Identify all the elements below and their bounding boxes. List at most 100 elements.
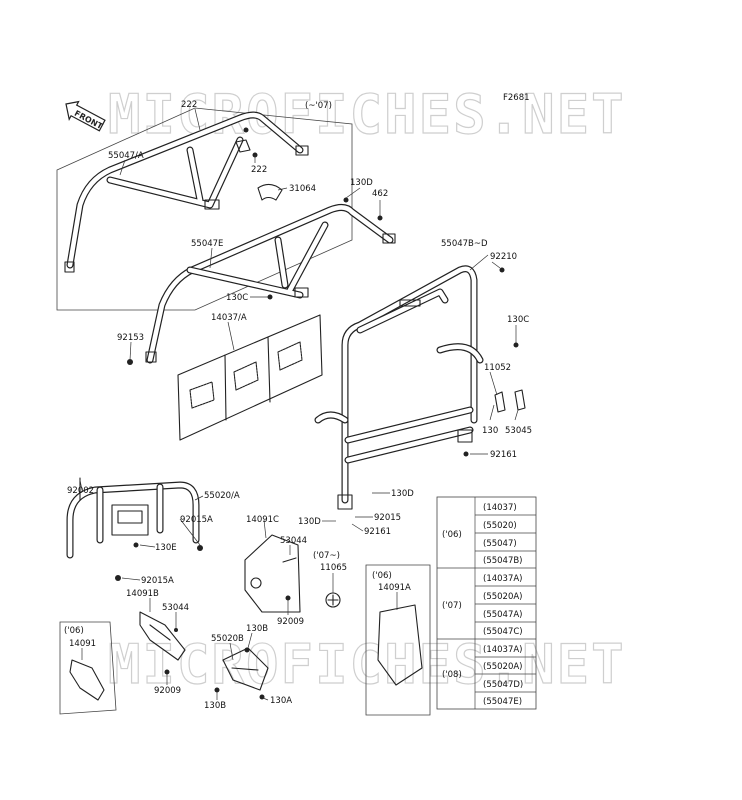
year-table-rows bbox=[437, 514, 536, 693]
callout-31064: 31064 bbox=[289, 184, 316, 194]
callout-06-14091a-year: ('06) bbox=[372, 571, 392, 581]
skid-plate-14091b bbox=[139, 611, 186, 661]
callout-53044-left: 53044 bbox=[162, 603, 189, 613]
bracket-31064 bbox=[257, 183, 283, 201]
callout-53044-mid: 53044 bbox=[280, 536, 307, 546]
front-bumper-55020a bbox=[66, 477, 200, 559]
skid-plate-14091a bbox=[377, 604, 423, 686]
panel-outline-07 bbox=[56, 107, 353, 311]
callout-14091: 14091 bbox=[69, 639, 96, 649]
callout-11052: 11052 bbox=[484, 363, 511, 373]
table-part: (55047) bbox=[483, 539, 517, 549]
callout-92210: 92210 bbox=[490, 252, 517, 262]
fastener-92015a-bottom bbox=[115, 575, 121, 581]
fastener-92161-right bbox=[463, 451, 469, 457]
fastener-92153 bbox=[127, 359, 133, 365]
callout-55020a: 55020/A bbox=[204, 491, 240, 501]
callout-130c-top: 130C bbox=[226, 293, 248, 303]
fastener-130a bbox=[259, 694, 265, 700]
callout-55020b: 55020B bbox=[211, 634, 244, 644]
pin-53044-mid bbox=[282, 557, 297, 563]
knob-11065 bbox=[325, 592, 341, 608]
callout-462: 462 bbox=[372, 189, 388, 199]
callout-222a: 222 bbox=[181, 100, 197, 110]
fastener-130c-top bbox=[267, 294, 273, 300]
callout-14091b: 14091B bbox=[126, 589, 159, 599]
fastener-222a bbox=[243, 127, 249, 133]
callout-130d-bottom: 130D bbox=[391, 489, 414, 499]
callout-130a: 130A bbox=[270, 696, 292, 706]
fastener-130e bbox=[133, 542, 139, 548]
callout-11065: 11065 bbox=[320, 563, 347, 573]
callout-06-14091-year: ('06) bbox=[64, 626, 84, 636]
callout-130b-top: 130B bbox=[246, 624, 268, 634]
callout-130e: 130E bbox=[155, 543, 177, 553]
bracket-55020b bbox=[222, 647, 269, 691]
callout-14091a: 14091A bbox=[378, 583, 411, 593]
table-part: (55047A) bbox=[483, 610, 523, 620]
callout-92015a-bottom: 92015A bbox=[141, 576, 174, 586]
callout-92161-right: 92161 bbox=[490, 450, 517, 460]
fastener-130d-top bbox=[343, 197, 349, 203]
table-part: (55047D) bbox=[483, 680, 523, 690]
year-note-07: (~'07) bbox=[305, 101, 332, 111]
callout-55047a: 55047/A bbox=[108, 151, 144, 161]
table-part: (55047B) bbox=[483, 556, 523, 566]
figure-code: F2681 bbox=[503, 93, 530, 103]
callout-14091c: 14091C bbox=[246, 515, 279, 525]
callout-14037a: 14037/A bbox=[211, 313, 247, 323]
callout-55047bd: 55047B~D bbox=[441, 239, 488, 249]
watermark-bottom: MICROFICHES.NET bbox=[108, 633, 626, 696]
table-part: (14037A) bbox=[483, 645, 523, 655]
fastener-92015a-top bbox=[197, 545, 203, 551]
callout-92015a-top: 92015A bbox=[180, 515, 213, 525]
roll-bar-55047e bbox=[145, 203, 396, 364]
callout-07-11065-year: ('07~) bbox=[313, 551, 340, 561]
callout-55047e: 55047E bbox=[191, 239, 223, 249]
table-year-07: ('07) bbox=[442, 601, 462, 611]
table-part: (55020A) bbox=[483, 592, 523, 602]
table-part: (55020) bbox=[483, 521, 517, 531]
table-part: (55047E) bbox=[483, 697, 522, 707]
fastener-462 bbox=[377, 215, 383, 221]
fastener-92009-mid bbox=[285, 595, 291, 601]
roll-bar-55047a bbox=[64, 111, 309, 273]
callout-130: 130 bbox=[482, 426, 498, 436]
callout-92161-mid: 92161 bbox=[364, 527, 391, 537]
front-arrow-icon: FRONT bbox=[65, 100, 106, 132]
skid-plate-14091c bbox=[244, 534, 301, 613]
fastener-130b-top bbox=[244, 647, 250, 653]
callout-130d-top: 130D bbox=[350, 178, 373, 188]
callout-92002: 92002 bbox=[67, 486, 94, 496]
pin-53044-left bbox=[174, 628, 178, 632]
skid-plate-14091 bbox=[69, 659, 105, 701]
inset-14091-06 bbox=[59, 621, 117, 715]
table-part: (55020A) bbox=[483, 662, 523, 672]
table-year-08: ('08) bbox=[442, 670, 462, 680]
callout-92009-mid: 92009 bbox=[277, 617, 304, 627]
fastener-92210 bbox=[499, 267, 505, 273]
table-part: (14037A) bbox=[483, 574, 523, 584]
callout-130c-right: 130C bbox=[507, 315, 529, 325]
cab-frame-55047bd bbox=[314, 265, 484, 510]
inset-14091a-06 bbox=[365, 564, 431, 716]
callout-53045: 53045 bbox=[505, 426, 532, 436]
table-part: (14037) bbox=[483, 503, 517, 513]
fastener-92009-left bbox=[164, 669, 170, 675]
callout-92015: 92015 bbox=[374, 513, 401, 523]
leader-lines bbox=[79, 108, 519, 701]
table-part: (55047C) bbox=[483, 627, 523, 637]
rear-net-14037a bbox=[177, 314, 323, 441]
callouts: 222 222 55047/A 31064 130D 462 55047E 55… bbox=[64, 100, 532, 711]
callout-92009-left: 92009 bbox=[154, 686, 181, 696]
callout-92153: 92153 bbox=[117, 333, 144, 343]
table-year-06: ('06) bbox=[442, 530, 462, 540]
callout-130d-mid: 130D bbox=[298, 517, 321, 527]
year-table: ('06) ('07) ('08) (14037) (55020) (55047… bbox=[436, 496, 537, 710]
fastener-130b-bottom bbox=[214, 687, 220, 693]
fastener-130c-right bbox=[513, 342, 519, 348]
latch-53045 bbox=[494, 389, 526, 413]
callout-222b: 222 bbox=[251, 165, 267, 175]
callout-130b-bottom: 130B bbox=[204, 701, 226, 711]
